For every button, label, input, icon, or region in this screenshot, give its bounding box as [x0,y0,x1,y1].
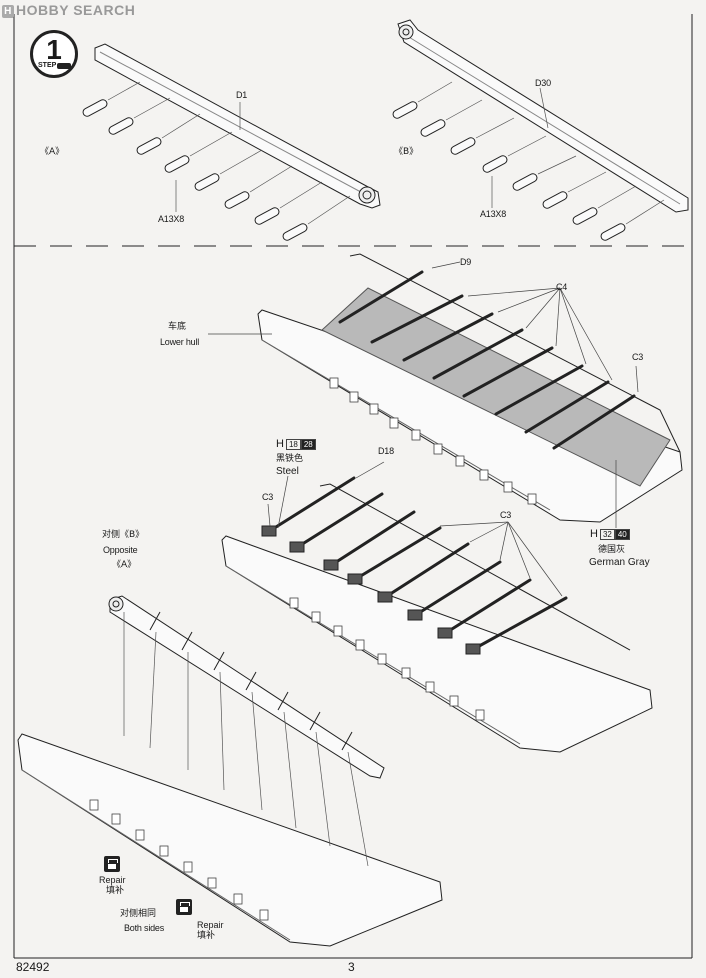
part-d9-label: D9 [460,257,472,267]
hull-wheel-holes-bottom [89,799,269,921]
part-c3-mid-label: C3 [500,510,512,520]
rail-guide-lines [123,612,369,867]
opposite-en: Opposite [103,545,138,555]
rail-d30-group [397,19,689,213]
paint-gray-cn: 德国灰 [598,545,626,555]
paint-gray-code2: 40 [614,528,630,540]
part-d1-label: D1 [236,90,248,100]
hull-wheel-holes-middle [289,597,485,721]
step-label: STEP [38,62,57,69]
leader-lines-middle [267,461,563,597]
lower-hull-en: Lower hull [160,337,200,347]
pin-guide-lines-left [107,81,351,225]
paint-steel-h: H [276,438,284,450]
paint-steel-cn: 黑铁色 [276,454,304,464]
part-d18-label: D18 [378,446,394,456]
opposite-cn: 对侧《B》 [102,530,145,540]
part-d30-label: D30 [535,78,551,88]
part-c3-right-label: C3 [632,352,644,362]
repair-icon-both [176,899,192,915]
leader-lines-upper [208,261,639,528]
hull-wheel-holes-upper [329,377,537,505]
paint-gray-en: German Gray [589,557,650,568]
view-a-label: 《A》 [40,147,65,157]
both-sides-repair-cn: 填补 [197,931,216,941]
part-c3-left-label: C3 [262,492,274,502]
kit-number: 82492 [16,960,50,974]
lower-hull-cn: 车底 [168,322,187,332]
opposite-view-a: 《A》 [112,560,137,570]
part-a13-left-label: A13X8 [158,214,185,224]
view-b-label: 《B》 [394,147,419,157]
both-sides-en: Both sides [124,923,165,933]
both-sides-cn: 对侧相同 [120,909,157,919]
pins-a13-right [392,101,626,241]
watermark-text: HOBBY SEARCH [16,2,136,18]
lower-hull-bottom [17,733,443,947]
lower-hull-middle [221,483,653,753]
bar-ends-c3 [261,525,481,655]
part-a13-right-label: A13X8 [480,209,507,219]
page-number: 3 [348,960,355,974]
rail-d1-group [94,43,381,209]
side-rail-arms [149,611,353,751]
torsion-bars-c4 [338,270,636,450]
tank-icon [57,63,71,69]
side-rail-bottom [108,595,385,779]
paint-gray-code1: 32 [599,528,615,540]
both-sides-repair-en: Repair [197,920,224,930]
part-c4-label: C4 [556,282,568,292]
lower-hull-upper [257,253,683,523]
pins-a13-left [82,99,308,241]
torsion-bars-c3 [266,476,568,652]
repair-icon [104,856,120,872]
paint-gray-h: H [590,528,598,540]
step-badge: 1 STEP [30,30,78,78]
paint-steel-code2: 28 [300,438,316,450]
pin-guide-lines-right [417,81,665,225]
repair-en: Repair [99,875,126,885]
paint-steel-code1: 18 [285,438,301,450]
step-number: 1 [46,34,62,65]
paint-steel-en: Steel [276,466,299,477]
repair-cn: 填补 [106,886,125,896]
